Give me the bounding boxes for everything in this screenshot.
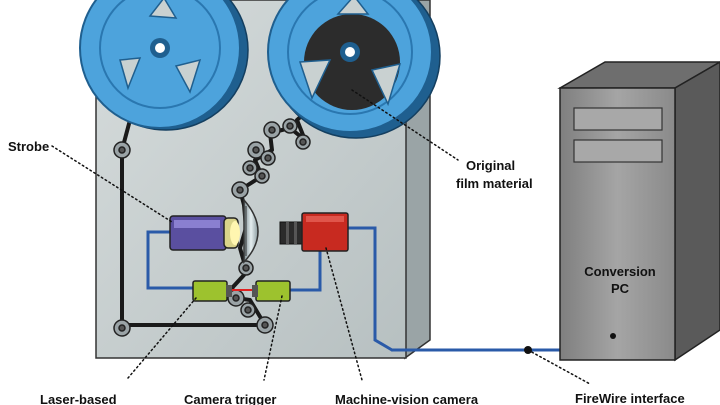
strobe-leader bbox=[51, 145, 173, 223]
roller bbox=[240, 302, 256, 318]
camera-trigger-label: Camera trigger bbox=[184, 392, 277, 405]
roller bbox=[238, 260, 254, 276]
conversion-pc-label-line2: PC bbox=[610, 281, 630, 296]
firewire-interface-label: FireWire interface bbox=[575, 391, 685, 405]
roller bbox=[254, 168, 270, 184]
film-rollers bbox=[113, 118, 311, 337]
conversion-pc-label-line1: Conversion bbox=[584, 264, 656, 279]
roller bbox=[113, 141, 131, 159]
strobe-cable bbox=[146, 230, 195, 290]
trigger-leader bbox=[263, 295, 283, 381]
camera-cable bbox=[343, 226, 394, 352]
roller bbox=[231, 181, 249, 199]
roller bbox=[247, 141, 265, 159]
laser-leader bbox=[127, 297, 197, 379]
firewire-leader bbox=[527, 349, 591, 385]
machine-vision-camera-label: Machine-vision camera bbox=[335, 392, 479, 405]
roller bbox=[260, 150, 276, 166]
strobe-unit bbox=[169, 215, 240, 251]
drive-bay-1 bbox=[573, 107, 663, 131]
laser-based-label: Laser-based bbox=[40, 392, 117, 405]
machine-vision-camera bbox=[279, 212, 349, 252]
original-film-label-line2: film material bbox=[456, 176, 533, 191]
conversion-pc bbox=[557, 61, 720, 362]
roller bbox=[256, 316, 274, 334]
strobe-label: Strobe bbox=[8, 139, 50, 154]
trigger-cable bbox=[288, 248, 322, 292]
pc-front bbox=[559, 87, 676, 361]
pc-side bbox=[674, 61, 720, 362]
left-film-reel bbox=[79, 0, 249, 131]
original-film-leader bbox=[351, 89, 459, 161]
firewire-port bbox=[610, 333, 616, 339]
camera-leader bbox=[325, 247, 363, 381]
drive-bay-2 bbox=[573, 139, 663, 163]
right-film-reel bbox=[267, 0, 441, 139]
original-film-label-line1: Original bbox=[466, 158, 516, 173]
internal-cables bbox=[146, 226, 394, 352]
roller bbox=[263, 121, 281, 139]
roller bbox=[282, 118, 298, 134]
leader-lines bbox=[51, 89, 591, 385]
roller bbox=[113, 319, 131, 337]
lens-gate bbox=[243, 198, 259, 264]
roller bbox=[242, 160, 258, 176]
roller bbox=[295, 134, 311, 150]
